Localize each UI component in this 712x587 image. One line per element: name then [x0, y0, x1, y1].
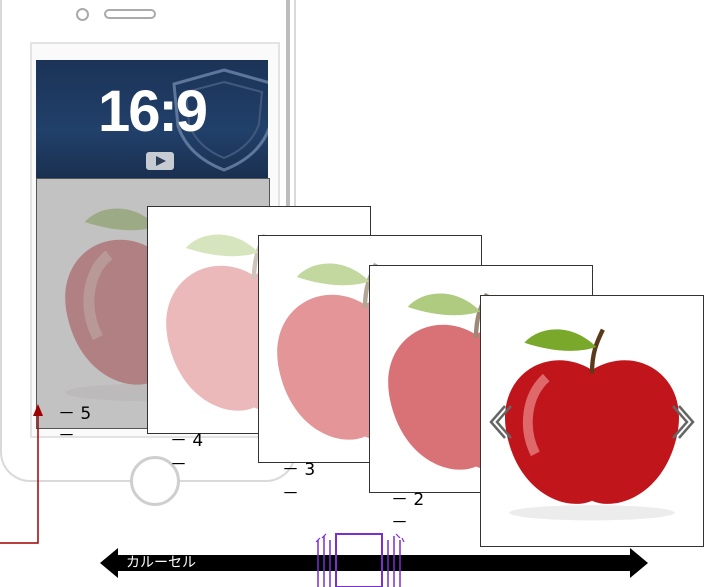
home-button[interactable] [130, 456, 180, 506]
slide-2-number: － 2 [391, 490, 425, 510]
aspect-ratio-label: 16:9 [97, 79, 208, 144]
slide-3-tick: － [282, 484, 299, 504]
slide-1-active[interactable] [480, 295, 704, 547]
speaker-icon [104, 9, 156, 19]
next-chevron-icon[interactable] [671, 400, 699, 444]
play-icon[interactable] [146, 152, 174, 170]
carousel-position-indicator [315, 533, 405, 587]
slide-3-number: － 3 [282, 460, 316, 480]
slide-4-tick: － [170, 455, 187, 475]
carousel-arrow [100, 548, 648, 578]
slide-5-number: － 5 [58, 404, 92, 424]
camera-icon [76, 8, 89, 21]
slide-5-tick: － [58, 426, 75, 446]
connector-arrow [0, 404, 43, 544]
slide-4-number: － 4 [170, 431, 204, 451]
slide-2-tick: － [391, 513, 408, 533]
carousel-label: カルーセル [126, 555, 196, 571]
apple-image [505, 328, 679, 521]
shield-icon [172, 68, 268, 172]
prev-chevron-icon[interactable] [485, 400, 513, 444]
